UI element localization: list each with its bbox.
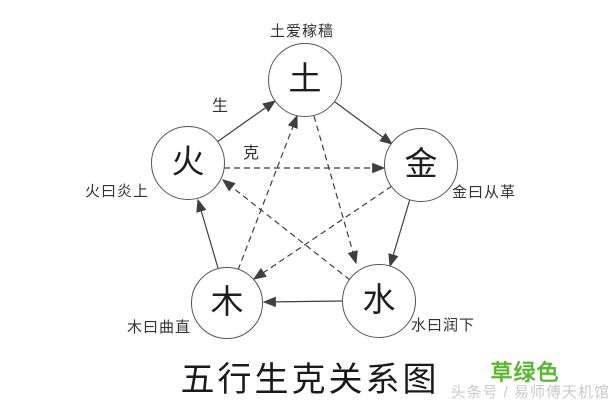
element-motto-metal: 金曰从革	[452, 185, 517, 201]
element-node-water: 水	[342, 264, 416, 338]
element-motto-water: 水曰润下	[411, 318, 476, 334]
element-motto-wood: 木曰曲直	[127, 320, 192, 336]
element-char-earth: 土	[288, 61, 322, 98]
generation-arrow-water-wood	[262, 296, 344, 308]
element-char-wood: 木	[210, 284, 244, 321]
element-node-wood: 木	[191, 267, 263, 339]
element-char-metal: 金	[404, 146, 438, 183]
restriction-arrow-metal-wood	[252, 185, 393, 280]
generation-arrow-metal-water	[388, 198, 411, 268]
generation-cycle-label: 生	[212, 98, 229, 115]
element-node-fire: 火	[151, 126, 225, 200]
diagram-title: 五行生克关系图	[180, 362, 440, 399]
element-char-water: 水	[362, 282, 396, 319]
generation-arrow-earth-metal	[334, 101, 394, 145]
element-motto-fire: 火曰炎上	[85, 184, 150, 200]
element-char-fire: 火	[171, 144, 205, 181]
restriction-cycle-label: 克	[243, 145, 260, 162]
generation-arrow-wood-fire	[196, 198, 219, 269]
element-motto-earth: 土爱稼穑	[270, 24, 335, 40]
restriction-arrow-water-fire	[221, 179, 351, 281]
element-node-earth: 土	[268, 43, 342, 117]
restriction-arrow-wood-earth	[237, 114, 298, 271]
restriction-arrow-earth-water	[313, 115, 358, 265]
watermark-text: 头条号 / 易师傅天机馆	[450, 384, 610, 401]
generation-arrow-fire-earth	[216, 100, 277, 143]
element-node-metal: 金	[384, 128, 458, 202]
green-color-label: 草绿色	[490, 360, 560, 385]
